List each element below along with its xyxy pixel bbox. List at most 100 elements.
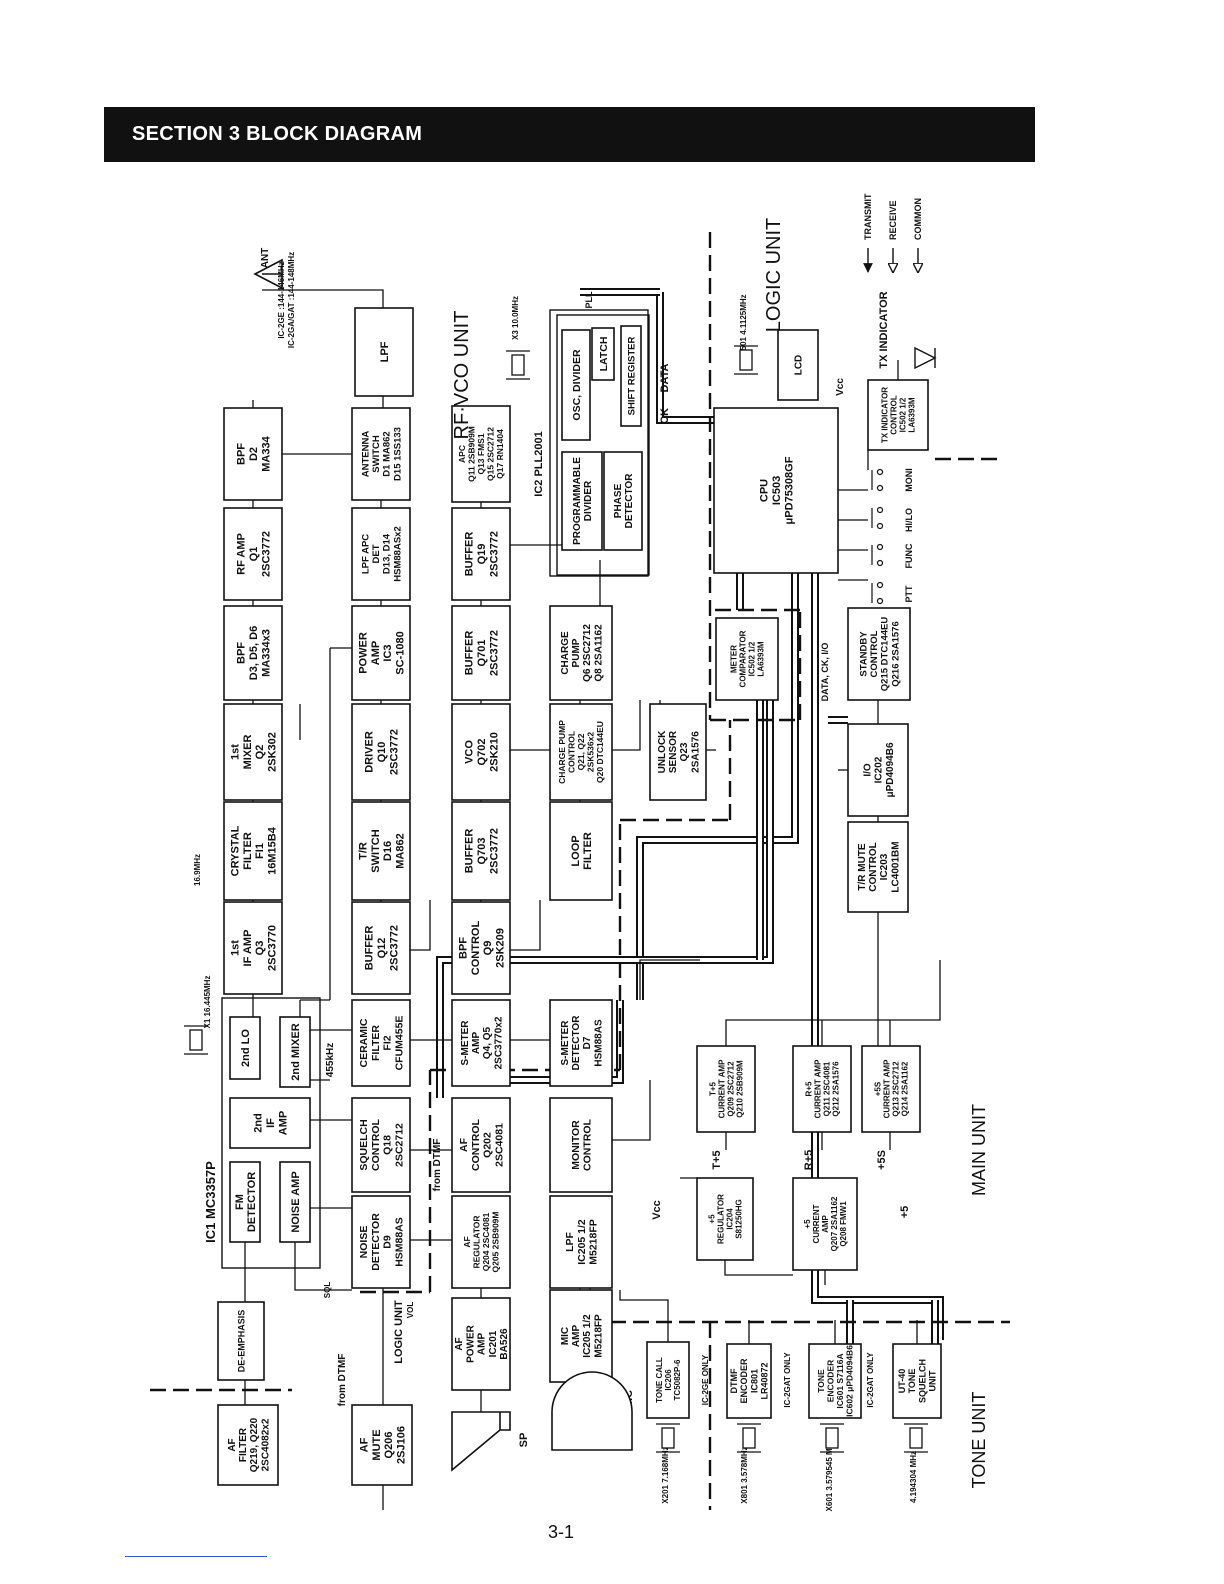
block-text-line: IC502 1/2	[747, 641, 756, 676]
annotation-label-27: from DTMF	[432, 1139, 443, 1192]
block-text-line: Q206	[383, 1432, 395, 1459]
block-frame	[351, 703, 411, 801]
annotation-label-30: VOL	[406, 1302, 415, 1319]
block-frame	[451, 703, 511, 801]
block-lpf-top: LPF	[354, 307, 414, 397]
block-shift-reg: SHIFT REGISTER	[620, 325, 642, 427]
block-frame	[715, 617, 779, 701]
block-text-line: IC602 μPD4094B6	[844, 1345, 854, 1417]
block-frame	[892, 1343, 942, 1419]
block-text-line: D3, D5, D6	[248, 626, 260, 680]
block-lo2: 2nd LO	[229, 1016, 261, 1080]
block-text-line: Q23	[679, 742, 690, 761]
annotation-label-18: HI/LO	[904, 508, 914, 532]
block-text: CERAMICFILTERFI2CFUM455E	[358, 1016, 405, 1071]
annotation-label-3: RF·VCO UNIT	[451, 311, 473, 440]
block-text-line: VCO	[464, 740, 476, 764]
block-text-line: 2nd	[253, 1113, 265, 1133]
block-buffer-q19: BUFFERQ192SC3772	[451, 507, 511, 601]
block-text-line: BUFFER	[364, 926, 376, 971]
bus-inner-9	[813, 573, 942, 1340]
block-text: BUFFERQ192SC3772	[464, 531, 501, 577]
legend-label-transmit: TRANSMIT	[863, 193, 873, 240]
block-text-line: 2SC3772	[488, 630, 500, 676]
block-text-line: T/R	[357, 842, 369, 860]
block-frame	[451, 405, 511, 503]
block-text: BUFFERQ122SC3772	[364, 925, 401, 971]
bus-inner-17	[480, 1000, 622, 1082]
annotation-label-38: IC-2GE ONLY	[701, 1354, 710, 1405]
key-switch-icon	[871, 468, 884, 492]
annotation-label-20: PTT	[904, 585, 914, 603]
block-text-line: Q219, Q220	[249, 1417, 260, 1472]
annotation-label-22: Vcc	[651, 1200, 663, 1220]
annotation-label-28: from DTMF	[337, 1354, 348, 1407]
block-text-line: UT-40	[897, 1369, 907, 1394]
block-frame	[603, 451, 643, 551]
block-apc: APCQ11 2SB909MQ13 FMS1Q15 2SC2712Q17 RN1…	[451, 405, 511, 503]
block-frame	[549, 703, 613, 801]
block-squelch: SQUELCHCONTROLQ182SC2712	[351, 1097, 411, 1193]
block-text-line: 2SA1576	[690, 731, 701, 773]
block-text-line: AF	[458, 1137, 470, 1152]
key-switch-icon	[871, 543, 884, 567]
block-text-line: 2SK302	[266, 732, 278, 772]
block-cpu: CPUIC503μPD75308GF	[713, 407, 839, 574]
block-text-line: CERAMIC	[358, 1018, 370, 1067]
annotation-label-35: X801 3.578MHz	[740, 1446, 749, 1503]
block-text-line: D16	[382, 841, 394, 861]
block-tone-enc: TONEENCODERIC601 S7116AIC602 μPD4094B6	[808, 1343, 862, 1419]
block-tr-switch: T/RSWITCHD16MA862	[351, 801, 411, 901]
block-driver: DRIVERQ102SC3772	[351, 703, 411, 801]
block-frame	[451, 507, 511, 601]
block-text: TONEENCODERIC601 S7116AIC602 μPD4094B6	[816, 1345, 855, 1417]
signal-line-88	[724, 1260, 793, 1276]
block-text-line: DIVIDER	[583, 480, 594, 521]
block-text: FMDETECTOR	[234, 1172, 258, 1232]
block-frame	[649, 703, 707, 801]
block-frame	[451, 605, 511, 701]
block-text-line: Q13 FMS1	[476, 433, 486, 474]
block-t5-amp: T+5CURRENT AMPQ209 2SC2712Q210 2SB909M	[696, 1045, 756, 1133]
block-text-line: T+5	[708, 1081, 717, 1096]
block-text: PHASEDETECTOR	[613, 473, 635, 529]
block-frame	[351, 1404, 413, 1486]
block-text-line: BA526	[499, 1328, 510, 1360]
block-text-line: MUTE	[371, 1429, 383, 1460]
block-deemph: DE-EMPHASIS	[217, 1301, 265, 1381]
block-text-line: DTMF	[729, 1368, 739, 1393]
block-text: S-METERAMPQ4, Q52SC3770x2	[460, 1016, 505, 1069]
block-text: MICAMPIC205 1/2M5218FP	[560, 1314, 605, 1358]
block-text-line: METER	[729, 645, 738, 673]
block-text: DRIVERQ102SC3772	[364, 729, 401, 775]
block-text: S-METERDETECTORD7HSM88AS	[560, 1015, 605, 1071]
block-frame	[696, 1045, 756, 1133]
annotation-label-10: 16.9MHz	[193, 854, 202, 886]
block-crystal: CRYSTALFILTERFI116M15B4	[223, 801, 283, 901]
block-text-line: SQUELCH	[358, 1119, 370, 1170]
bus-inner-1	[658, 292, 714, 422]
block-text-line: MONITOR	[570, 1120, 582, 1170]
annotation-label-31: LOGIC UNIT	[393, 1300, 405, 1364]
annotation-label-12: IC1 MC3357P	[203, 1161, 218, 1243]
block-text: 2ndIFAMP	[253, 1111, 290, 1135]
block-text-line: AMP	[471, 1032, 482, 1055]
block-text-line: FI2	[382, 1035, 394, 1050]
block-text-line: Q6 2SC2712	[582, 624, 593, 682]
block-text-line: FILTER	[238, 1427, 249, 1462]
block-text-line: 2nd MIXER	[290, 1023, 302, 1081]
block-text-line: S81250HG	[734, 1199, 743, 1239]
block-text-line: D2	[248, 447, 260, 461]
annotation-label-36: X601 3.579545 MHz	[825, 1439, 834, 1512]
block-text-line: Q204 2SC4081	[481, 1212, 491, 1271]
block-text-line: Q2	[254, 745, 266, 760]
block-text: NOISE AMP	[290, 1171, 302, 1232]
block-frame	[726, 1343, 772, 1419]
block-text-line: FI1	[254, 843, 266, 859]
block-text-line: BPF	[457, 937, 469, 959]
block-text-line: ENCODER	[739, 1358, 749, 1404]
block-text: UNLOCKSENSORQ232SA1576	[657, 730, 702, 774]
signal-line-96	[510, 900, 541, 951]
block-text-line: SC-1080	[394, 631, 406, 674]
